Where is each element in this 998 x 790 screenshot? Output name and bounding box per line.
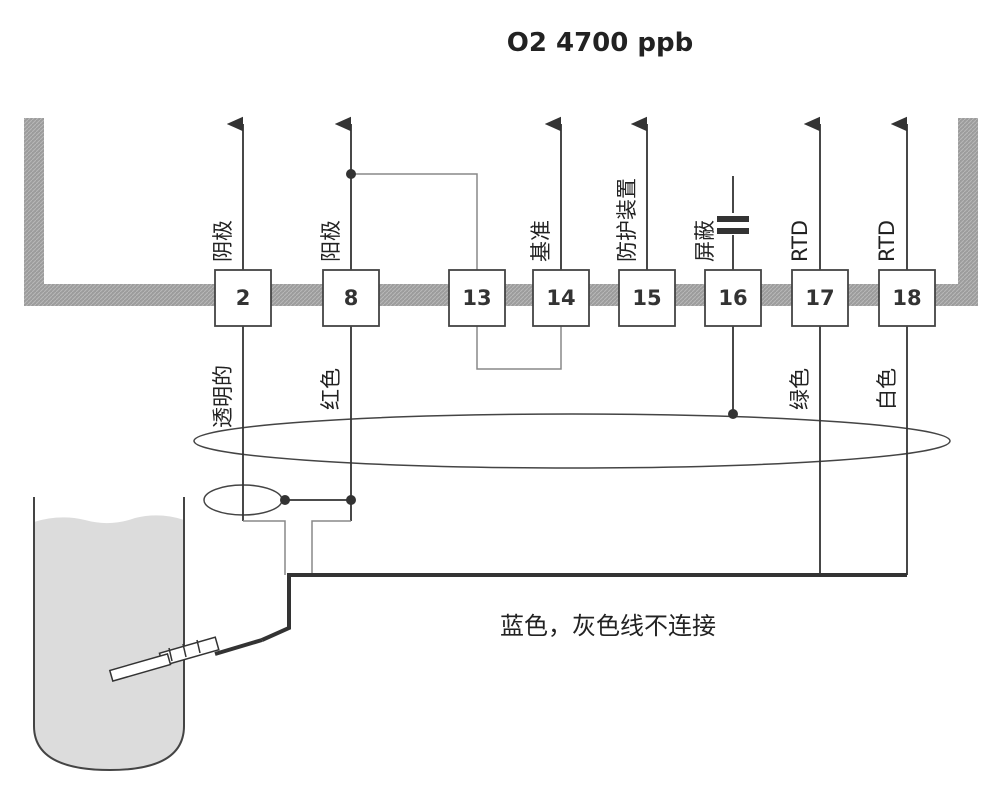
terminal-box-18	[878, 269, 936, 327]
cable-shield-ellipse	[193, 413, 951, 469]
terminal-box-2	[214, 269, 272, 327]
terminal-box-14	[532, 269, 590, 327]
label-white: 白色	[875, 368, 899, 410]
terminal-number-8: 8	[344, 286, 359, 310]
terminal-number-14: 14	[546, 286, 575, 310]
sensor-probe	[108, 636, 263, 682]
terminal-box-16	[704, 269, 762, 327]
capacitor-plate-bottom	[717, 228, 749, 234]
label-shield: 屏蔽	[693, 220, 717, 262]
lower-labels: 透明的 红色 绿色 白色	[211, 365, 899, 428]
label-transparent: 透明的	[211, 365, 235, 428]
terminal-block: 2 8 13 14 15 16 17 18	[214, 269, 936, 327]
terminal-box-13	[448, 269, 506, 327]
junction-dot	[280, 495, 290, 505]
diagram-title: O2 4700 ppb	[506, 28, 694, 58]
label-cathode: 阴极	[211, 220, 235, 262]
label-rtd-17: RTD	[788, 220, 812, 262]
junction-dot	[346, 495, 356, 505]
right-housing-wall	[958, 118, 978, 304]
terminal-box-15	[618, 269, 676, 327]
feed-line-b	[311, 520, 351, 575]
terminal-number-2: 2	[236, 286, 251, 310]
label-guard: 防护装置	[615, 178, 639, 262]
feed-line-a	[243, 520, 286, 575]
upper-labels: 阴极 阳极 基准 防护装置 屏蔽 RTD RTD	[211, 178, 899, 262]
capacitor-plate-top	[717, 216, 749, 222]
left-housing-wall	[24, 118, 44, 304]
wiring-note: 蓝色，灰色线不连接	[500, 612, 716, 640]
terminal-number-18: 18	[892, 286, 921, 310]
label-anode: 阳极	[319, 220, 343, 262]
label-red: 红色	[319, 368, 343, 410]
terminal-box-8	[322, 269, 380, 327]
terminal-number-13: 13	[462, 286, 491, 310]
label-rtd-18: RTD	[875, 220, 899, 262]
terminal-box-17	[791, 269, 849, 327]
junction-dot	[346, 169, 356, 179]
label-reference: 基准	[529, 220, 553, 262]
label-green: 绿色	[788, 368, 812, 410]
bridge-13-14	[476, 326, 562, 370]
vessel-outline	[33, 497, 185, 772]
junction-dot	[728, 409, 738, 419]
bridge-8-13	[351, 173, 478, 270]
terminal-number-15: 15	[632, 286, 661, 310]
terminal-number-17: 17	[805, 286, 834, 310]
vessel-liquid	[34, 515, 184, 770]
terminal-number-16: 16	[718, 286, 747, 310]
main-cable	[261, 573, 907, 642]
